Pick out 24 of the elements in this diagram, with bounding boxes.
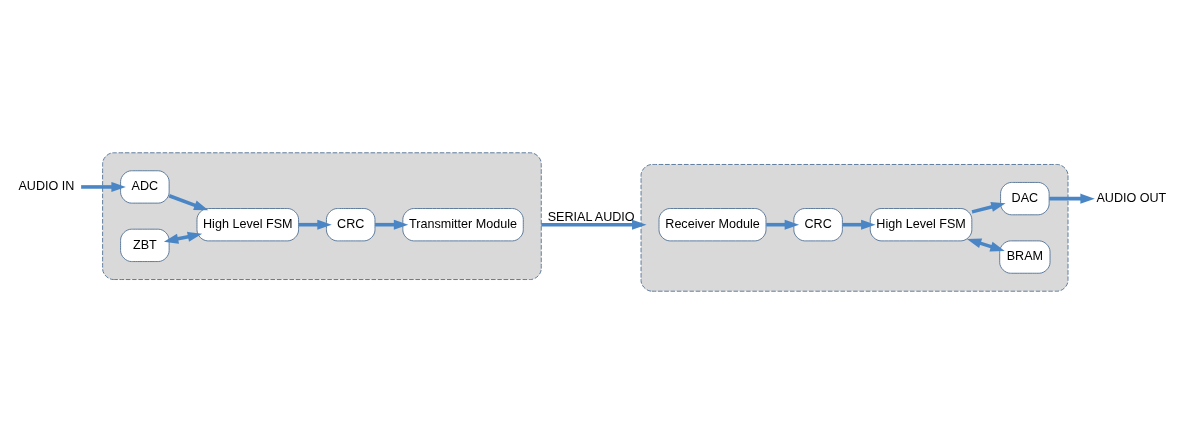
node-text: AUDIO OUT (1096, 190, 1167, 205)
cluster (102, 152, 542, 280)
arrow (971, 202, 1006, 214)
arrow (842, 219, 876, 230)
arrow (375, 219, 409, 230)
arrow (298, 219, 332, 230)
node-box: CRC (326, 208, 376, 242)
node-box: Receiver Module (658, 208, 767, 242)
edge-label: SERIAL AUDIO (547, 210, 635, 225)
arrow (1049, 193, 1095, 204)
node-box: Transmitter Module (402, 208, 524, 242)
node-box: ADC (120, 170, 170, 204)
node-box: DAC (1000, 182, 1050, 216)
arrow (168, 194, 209, 211)
node-box: High Level FSM (196, 208, 299, 242)
node-box: CRC (793, 208, 843, 242)
cluster (640, 164, 1069, 292)
arrow (766, 219, 800, 230)
node-text: AUDIO IN (18, 179, 75, 194)
node-box: BRAM (999, 240, 1051, 274)
node-box: ZBT (120, 228, 170, 262)
arrow (81, 181, 126, 192)
node-box: High Level FSM (869, 208, 973, 242)
arrow (541, 219, 647, 230)
